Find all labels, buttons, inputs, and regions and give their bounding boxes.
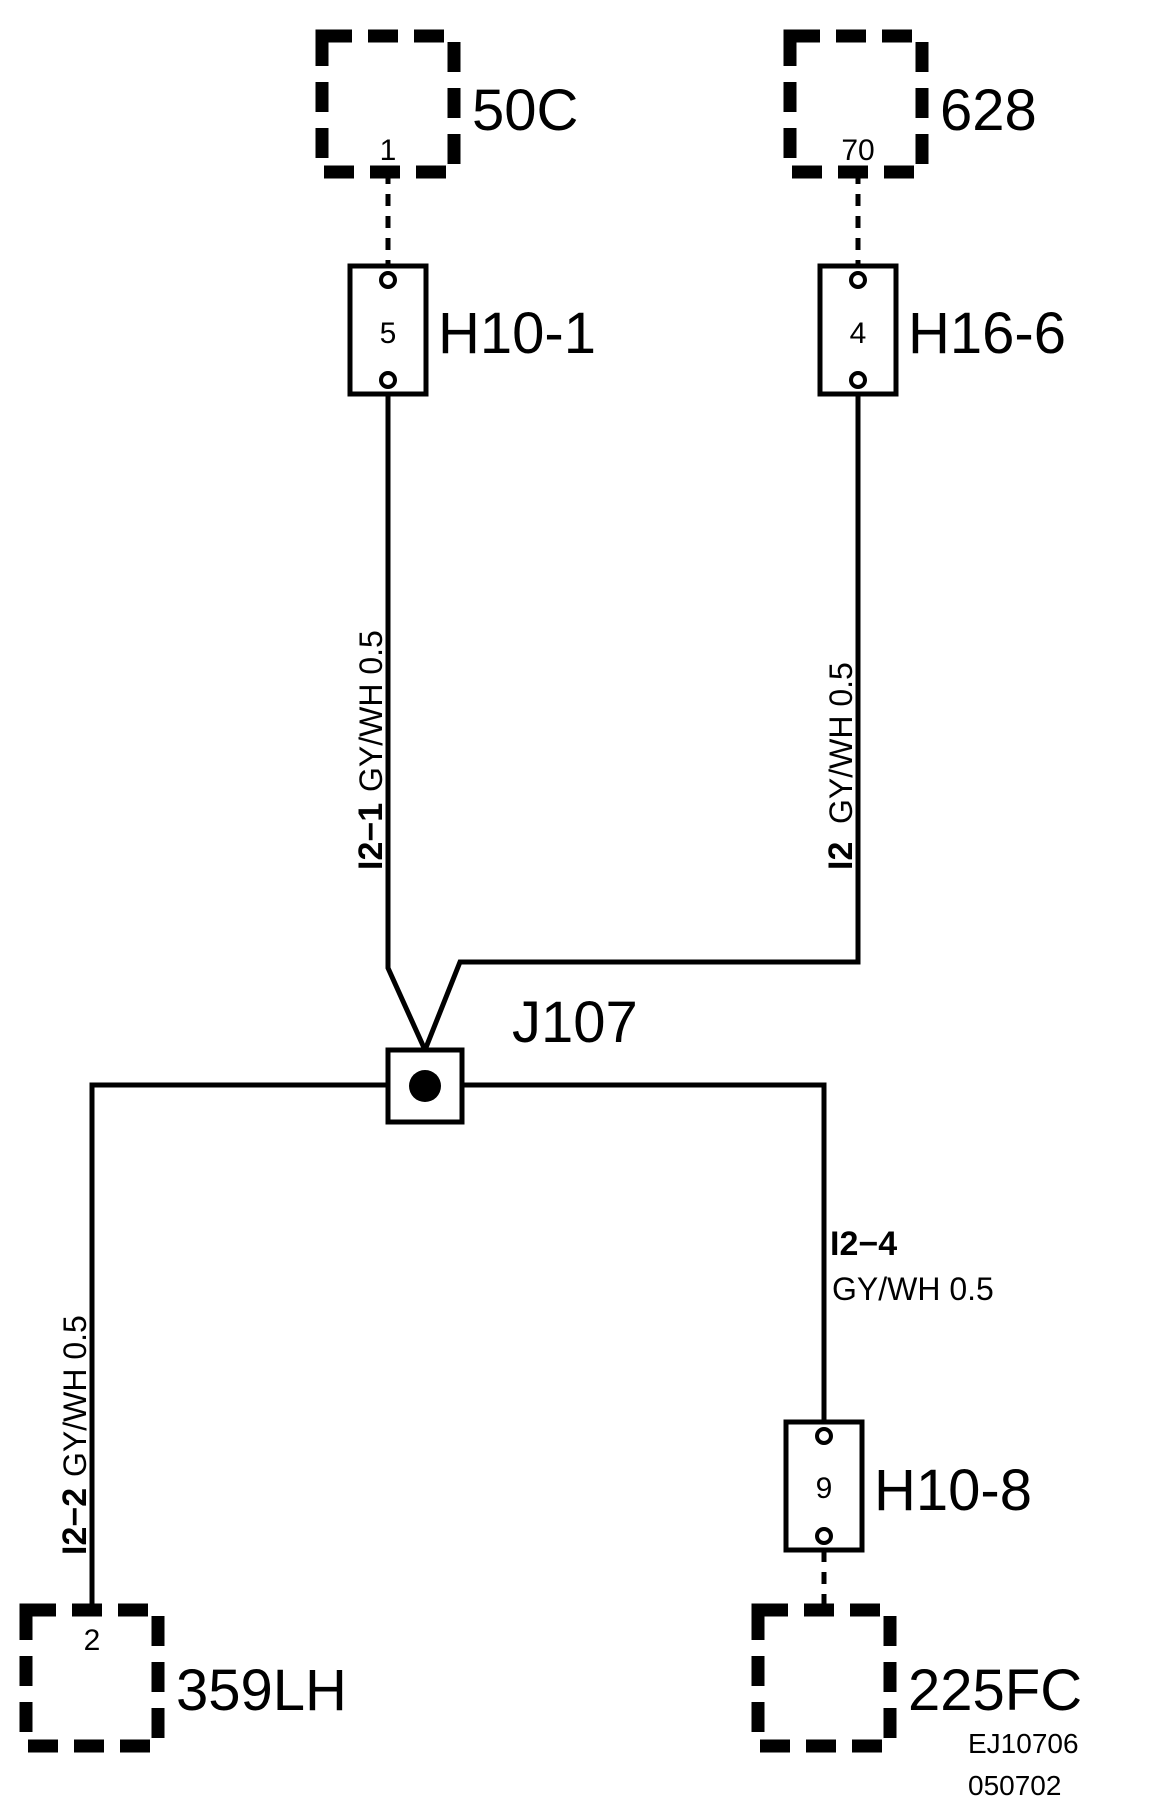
wire-i2-4-spec: GY/WH 0.5 [832, 1271, 994, 1307]
connector-h10-1-pin: 5 [380, 317, 397, 350]
component-628-pin: 70 [841, 134, 874, 167]
wire-i2-2-spec: GY/WH 0.5 [57, 1315, 93, 1477]
wire-i2 [422, 394, 861, 1051]
connector-h16-6: 4 H16-6 [817, 263, 1066, 397]
connector-h10-1-label: H10-1 [438, 301, 596, 366]
wire-i2-1-labels: I2−1 GY/WH 0.5 [352, 630, 390, 870]
connector-h10-8-label: H10-8 [874, 1458, 1032, 1523]
wire-i2-2-labels: I2−2 GY/WH 0.5 [56, 1315, 94, 1555]
component-50c-pin: 1 [380, 134, 397, 167]
connector-h16-6-pin: 4 [850, 317, 867, 350]
connector-h10-1: 5 H10-1 [347, 263, 596, 397]
component-628: 70 628 [783, 29, 1037, 179]
wire-i2-4-circuit: I2−4 [830, 1225, 897, 1263]
wire-i2-1-spec: GY/WH 0.5 [353, 630, 389, 792]
wire-i2-1-circuit: I2−1 [352, 803, 390, 870]
splice-dot-icon [409, 1070, 441, 1102]
wire-i2-circuit: I2 [822, 842, 860, 870]
connector-h10-8: 9 H10-8 [783, 1419, 1032, 1553]
wire-i2-spec: GY/WH 0.5 [823, 662, 859, 824]
connector-h16-6-label: H16-6 [908, 301, 1066, 366]
splice-j107-label: J107 [512, 990, 638, 1055]
connector-h10-8-pin: 9 [816, 1472, 833, 1505]
splice-j107: J107 [385, 990, 638, 1125]
component-50c: 1 50C [315, 29, 578, 179]
reference-date: 050702 [968, 1770, 1061, 1801]
wire-i2-4-labels: I2−4 GY/WH 0.5 [830, 1225, 994, 1307]
wire-i2-1 [385, 394, 428, 1052]
component-225fc-label: 225FC [908, 1658, 1082, 1723]
component-628-label: 628 [940, 78, 1037, 143]
component-359lh: 2 359LH [19, 1603, 347, 1753]
component-225fc: 225FC [751, 1603, 1082, 1753]
wire-i2-labels: I2 GY/WH 0.5 [822, 662, 860, 870]
reference-code: EJ10706 [968, 1728, 1079, 1759]
wire-i2-2-circuit: I2−2 [56, 1488, 94, 1555]
wire-i2-2 [89, 1082, 386, 1605]
component-359lh-label: 359LH [176, 1658, 347, 1723]
component-50c-label: 50C [472, 78, 578, 143]
wire-i2-4 [462, 1082, 827, 1422]
component-359lh-pin: 2 [84, 1624, 101, 1657]
reference-block: EJ10706 050702 [968, 1728, 1079, 1801]
